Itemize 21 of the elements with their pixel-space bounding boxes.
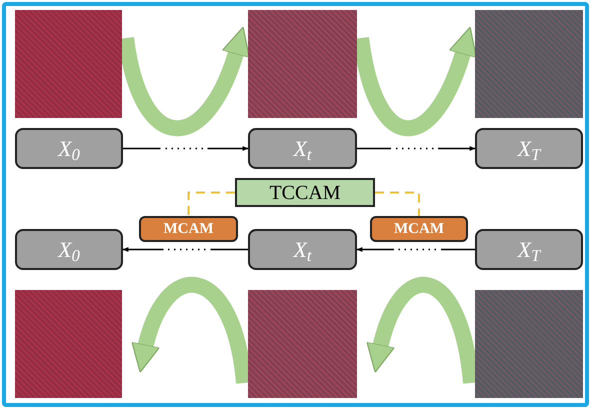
noise-image-placeholder <box>15 290 122 398</box>
arrow <box>122 247 248 252</box>
state-box: X$_{t}$ <box>248 128 357 169</box>
noise-image-placeholder <box>248 290 357 398</box>
noise-image-placeholder <box>15 10 122 118</box>
noise-image-placeholder <box>248 10 357 118</box>
state-box: X$_{t}$ <box>248 229 357 270</box>
arrow <box>357 146 476 151</box>
arrow <box>356 247 475 252</box>
state-box: X$_{0}$ <box>15 128 123 169</box>
state-box: X$_{T}$ <box>475 128 583 169</box>
module-box: MCAM <box>139 216 238 242</box>
module-box: TCCAM <box>235 178 375 207</box>
dashed-connector <box>188 192 235 216</box>
module-box: MCAM <box>370 216 468 242</box>
dashed-connector <box>375 192 420 216</box>
state-box: X$_{0}$ <box>15 229 123 270</box>
state-box: X$_{T}$ <box>475 229 583 270</box>
arrow <box>123 146 249 151</box>
noise-image-placeholder <box>475 10 583 118</box>
noise-image-placeholder <box>475 290 583 398</box>
